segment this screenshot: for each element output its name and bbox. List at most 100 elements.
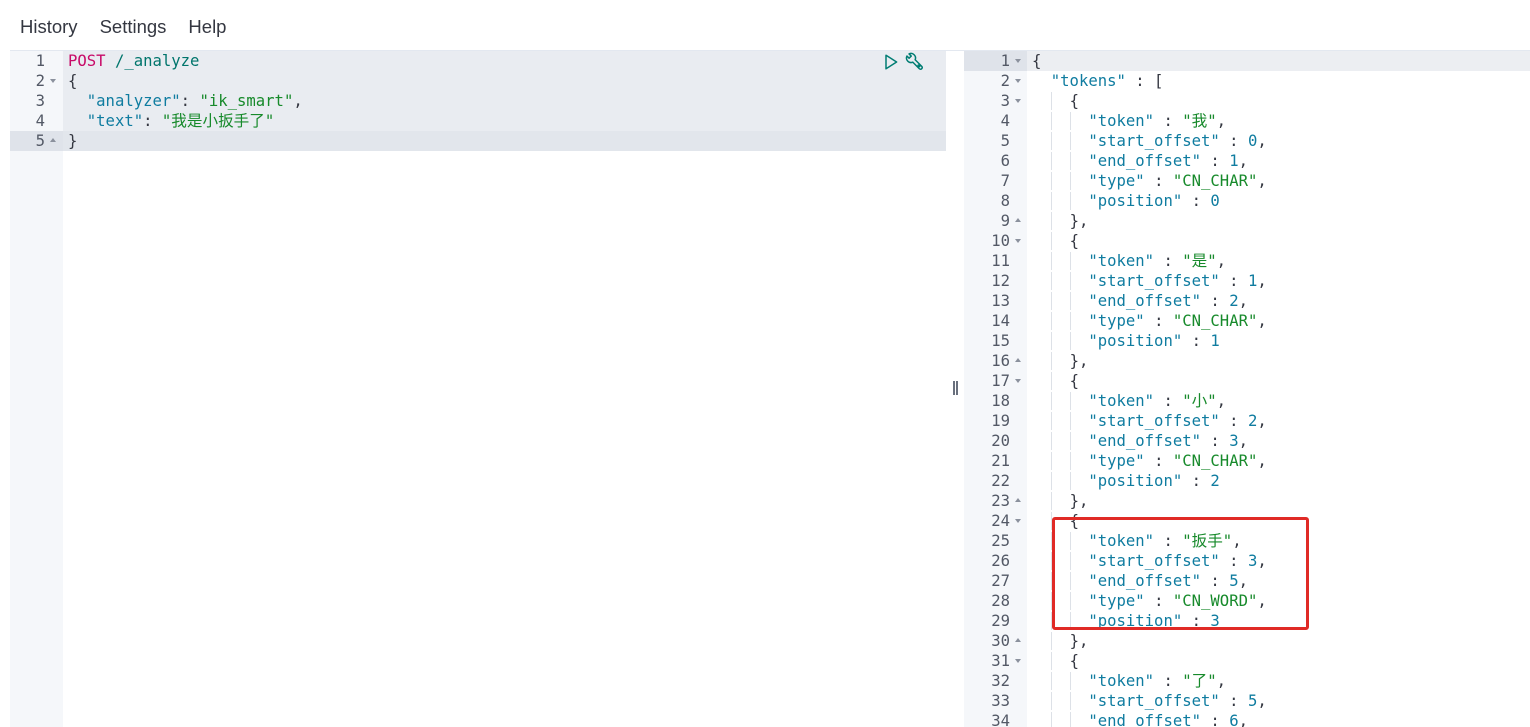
fold-open-icon[interactable] bbox=[1015, 379, 1021, 383]
code-line[interactable]: 3 "analyzer": "ik_smart", bbox=[10, 91, 946, 111]
line-number: 18 bbox=[991, 392, 1010, 410]
fold-close-icon[interactable] bbox=[1015, 358, 1021, 362]
indent-guide bbox=[1070, 412, 1089, 430]
indent-guide bbox=[1070, 292, 1089, 310]
line-number: 28 bbox=[991, 592, 1010, 610]
punctuation[interactable]: { bbox=[68, 72, 78, 90]
json-key: "position" bbox=[1088, 472, 1183, 490]
punctuation[interactable]: : bbox=[180, 92, 200, 110]
fold-open-icon[interactable] bbox=[1015, 79, 1021, 83]
indent-guide bbox=[1070, 672, 1089, 690]
json-string[interactable]: "ik_smart" bbox=[199, 92, 294, 110]
fold-open-icon[interactable] bbox=[1015, 99, 1021, 103]
code-line-text[interactable]: "analyzer": "ik_smart", bbox=[63, 91, 946, 111]
indent[interactable] bbox=[68, 112, 87, 130]
json-key: "end_offset" bbox=[1088, 152, 1202, 170]
fold-open-icon[interactable] bbox=[1015, 519, 1021, 523]
indent bbox=[1032, 692, 1051, 710]
json-key: "tokens" bbox=[1050, 72, 1126, 90]
indent-guide bbox=[1070, 592, 1089, 610]
punctuation: : bbox=[1154, 532, 1183, 550]
code-line: 31 { bbox=[964, 651, 1530, 671]
indent bbox=[1032, 292, 1051, 310]
punctuation: , bbox=[1257, 452, 1267, 470]
indent bbox=[1032, 712, 1051, 727]
code-line: 18 "token" : "小", bbox=[964, 391, 1530, 411]
space[interactable] bbox=[106, 52, 115, 70]
json-string[interactable]: "我是小扳手了" bbox=[161, 112, 275, 130]
send-request-button[interactable] bbox=[883, 53, 899, 71]
fold-open-icon[interactable] bbox=[1015, 659, 1021, 663]
gutter-cell: 29 bbox=[964, 611, 1027, 631]
gutter-cell: 3 bbox=[10, 91, 63, 111]
punctuation: : bbox=[1201, 572, 1230, 590]
json-key: "end_offset" bbox=[1088, 432, 1202, 450]
indent bbox=[1032, 112, 1051, 130]
indent-guide bbox=[1070, 432, 1089, 450]
code-line-text: "token" : "我", bbox=[1027, 111, 1530, 131]
request-url[interactable]: /_analyze bbox=[114, 52, 200, 70]
indent-guide bbox=[1051, 132, 1070, 150]
fold-close-icon[interactable] bbox=[1015, 498, 1021, 502]
menu-help-button[interactable]: Help bbox=[188, 16, 227, 37]
punctuation: : bbox=[1219, 692, 1248, 710]
gutter-cell: 7 bbox=[964, 171, 1027, 191]
fold-close-icon[interactable] bbox=[50, 138, 56, 142]
code-line-text[interactable]: { bbox=[63, 71, 946, 91]
fold-close-icon[interactable] bbox=[1015, 638, 1021, 642]
punctuation: { bbox=[1069, 652, 1079, 670]
indent-guide bbox=[1051, 672, 1070, 690]
punctuation[interactable]: , bbox=[293, 92, 303, 110]
json-key[interactable]: "text" bbox=[86, 112, 144, 130]
code-line-text[interactable]: POST /_analyze bbox=[63, 51, 946, 71]
punctuation[interactable]: : bbox=[143, 112, 162, 130]
punctuation: : bbox=[1201, 152, 1230, 170]
punctuation: : bbox=[1144, 172, 1173, 190]
gutter-cell: 33 bbox=[964, 691, 1027, 711]
json-key: "start_offset" bbox=[1088, 132, 1220, 150]
code-line: 24 { bbox=[964, 511, 1530, 531]
punctuation: , bbox=[1257, 692, 1267, 710]
json-number: 3 bbox=[1229, 432, 1239, 450]
punctuation[interactable]: } bbox=[68, 132, 78, 150]
line-number: 2 bbox=[35, 72, 45, 90]
json-key: "end_offset" bbox=[1088, 292, 1202, 310]
indent-guide bbox=[1051, 572, 1070, 590]
punctuation: { bbox=[1069, 232, 1079, 250]
indent[interactable] bbox=[68, 92, 87, 110]
punctuation: : bbox=[1201, 292, 1230, 310]
request-options-button[interactable] bbox=[905, 52, 925, 72]
code-line-text: { bbox=[1027, 511, 1530, 531]
json-key[interactable]: "analyzer" bbox=[86, 92, 181, 110]
code-line-text[interactable]: "text": "我是小扳手了" bbox=[63, 111, 946, 131]
fold-open-icon[interactable] bbox=[50, 79, 56, 83]
response-editor[interactable]: 1{2 "tokens" : [3 {4 "token" : "我",5 "st… bbox=[964, 51, 1530, 727]
json-string: "是" bbox=[1182, 252, 1217, 270]
code-line[interactable]: 4 "text": "我是小扳手了" bbox=[10, 111, 946, 131]
json-number: 1 bbox=[1210, 332, 1220, 350]
json-key: "token" bbox=[1088, 672, 1155, 690]
code-line[interactable]: 2{ bbox=[10, 71, 946, 91]
code-line: 11 "token" : "是", bbox=[964, 251, 1530, 271]
menu-history-button[interactable]: History bbox=[20, 16, 78, 37]
indent bbox=[1032, 672, 1051, 690]
http-method[interactable]: POST bbox=[68, 52, 106, 70]
indent-guide bbox=[1051, 552, 1070, 570]
fold-close-icon[interactable] bbox=[1015, 218, 1021, 222]
fold-open-icon[interactable] bbox=[1015, 239, 1021, 243]
menu-settings-button[interactable]: Settings bbox=[99, 16, 167, 37]
punctuation: { bbox=[1032, 52, 1042, 70]
json-key: "token" bbox=[1088, 252, 1155, 270]
fold-open-icon[interactable] bbox=[1015, 59, 1021, 63]
code-line[interactable]: 5} bbox=[10, 131, 946, 151]
code-line-text[interactable]: } bbox=[63, 131, 946, 151]
line-number: 5 bbox=[1000, 132, 1010, 150]
indent-guide bbox=[1051, 192, 1070, 210]
panel-resize-handle[interactable] bbox=[952, 381, 958, 395]
line-number: 1 bbox=[1000, 52, 1010, 70]
indent bbox=[1032, 512, 1051, 530]
gutter-cell: 18 bbox=[964, 391, 1027, 411]
